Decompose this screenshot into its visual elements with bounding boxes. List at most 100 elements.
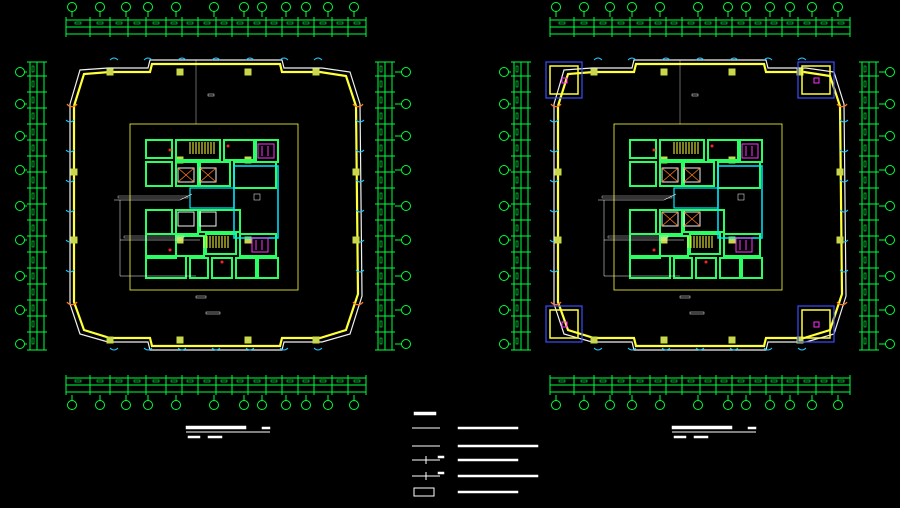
corner-room-symbol: [813, 321, 820, 328]
facade-mullion: [593, 347, 603, 351]
dimension-text-mark: [515, 176, 519, 184]
dimension-text-mark: [558, 21, 566, 25]
dimension-text-mark: [74, 21, 82, 25]
facade-corner-arc: [66, 301, 78, 306]
legend-heading-bar: [413, 411, 437, 416]
dimension-text-mark: [170, 21, 178, 25]
title-text-bar: [185, 425, 247, 430]
dimension-text-mark: [236, 379, 244, 383]
structural-column: [728, 336, 736, 344]
dimension-text-mark: [236, 21, 244, 25]
dimension-text-mark: [379, 304, 383, 312]
subtitle-text-bar: [207, 435, 223, 439]
legend-description-bar: [457, 474, 539, 478]
subtitle-text-bar: [673, 435, 687, 439]
corner-room: [797, 61, 835, 99]
dimension-chain-left: [499, 61, 531, 351]
facade-corner-arc: [550, 301, 562, 306]
facade-mullion: [109, 57, 119, 61]
dimension-text-mark: [270, 21, 278, 25]
dimension-text-mark: [863, 176, 867, 184]
facade-mullion: [355, 209, 365, 213]
corner-stair-rooms: [545, 61, 835, 343]
dimension-text-mark: [379, 224, 383, 232]
structural-column: [728, 236, 736, 244]
dimension-text-mark: [379, 288, 383, 296]
dimension-text-mark: [31, 320, 35, 328]
facade-mullion: [109, 347, 119, 351]
dimension-text-mark: [863, 337, 867, 345]
structural-column: [106, 336, 114, 344]
scale-text-bar: [261, 426, 271, 430]
elevator-shaft: [661, 167, 679, 183]
facade-mullion: [355, 269, 365, 273]
facade-mullion: [763, 347, 773, 351]
dimension-text-mark: [336, 379, 344, 383]
dimension-text-mark: [863, 144, 867, 152]
structural-column: [660, 68, 668, 76]
drawing-legend: [412, 411, 539, 497]
dimension-text-mark: [599, 379, 607, 383]
facade-mullion: [729, 57, 739, 61]
dimension-text-mark: [720, 379, 728, 383]
corner-room-wall: [549, 65, 579, 95]
dimension-text-mark: [31, 337, 35, 345]
dimension-text-mark: [720, 21, 728, 25]
dimension-text-mark: [31, 144, 35, 152]
dimension-text-mark: [737, 21, 745, 25]
dimension-text-mark: [654, 21, 662, 25]
plan-title-block-right: [671, 425, 757, 439]
facade-outline: [69, 59, 363, 351]
annotation-text-mark: [691, 93, 699, 97]
facade-mullion: [661, 57, 671, 61]
dimension-text-mark: [253, 379, 261, 383]
structural-column: [106, 68, 114, 76]
dimension-text-mark: [863, 192, 867, 200]
facade-mullion: [177, 57, 187, 61]
dimension-text-mark: [31, 65, 35, 73]
facade-mullion: [549, 149, 559, 153]
facade-mullion: [839, 149, 849, 153]
facade-mullion: [313, 347, 323, 351]
facade-mullion: [65, 149, 75, 153]
dimension-text-mark: [617, 379, 625, 383]
facade-corner-arc: [836, 103, 848, 108]
dimension-text-mark: [74, 379, 82, 383]
elevator-shaft: [199, 211, 217, 227]
building-core: [114, 60, 299, 315]
dimension-text-mark: [186, 21, 194, 25]
elevator-cross: [683, 167, 701, 183]
facade-mullion: [549, 269, 559, 273]
dimension-text-mark: [837, 21, 845, 25]
elevator-cross: [177, 167, 195, 183]
core-room: [175, 161, 199, 187]
dimension-text-mark: [820, 21, 828, 25]
facade-mullion: [211, 347, 221, 351]
dimension-text-mark: [617, 21, 625, 25]
facade-mullion: [65, 209, 75, 213]
facade-corner-arc: [352, 103, 364, 108]
annotation-text-mark: [207, 93, 215, 97]
dimension-text-mark: [31, 224, 35, 232]
facade-mullion: [593, 57, 603, 61]
dimension-text-mark: [336, 21, 344, 25]
legend-symbol-tag: [437, 455, 445, 459]
core-boundary: [613, 123, 783, 291]
fire-equipment-marker: [168, 148, 172, 152]
dimension-text-mark: [220, 21, 228, 25]
dimension-chain-top: [65, 2, 367, 37]
facade-mullion: [355, 179, 365, 183]
facade-outline: [553, 59, 847, 351]
structural-column: [176, 68, 184, 76]
core-room: [145, 139, 173, 159]
dimension-text-mark: [837, 379, 845, 383]
dimension-text-mark: [515, 144, 519, 152]
subtitle-text-bar: [693, 435, 709, 439]
dimension-text-mark: [515, 288, 519, 296]
structural-column: [590, 336, 598, 344]
annotation-leader: [663, 193, 677, 201]
corner-room-symbol: [561, 321, 568, 328]
annotation-text-mark: [601, 195, 673, 199]
fire-equipment-marker: [704, 260, 708, 264]
structural-column: [796, 336, 804, 344]
